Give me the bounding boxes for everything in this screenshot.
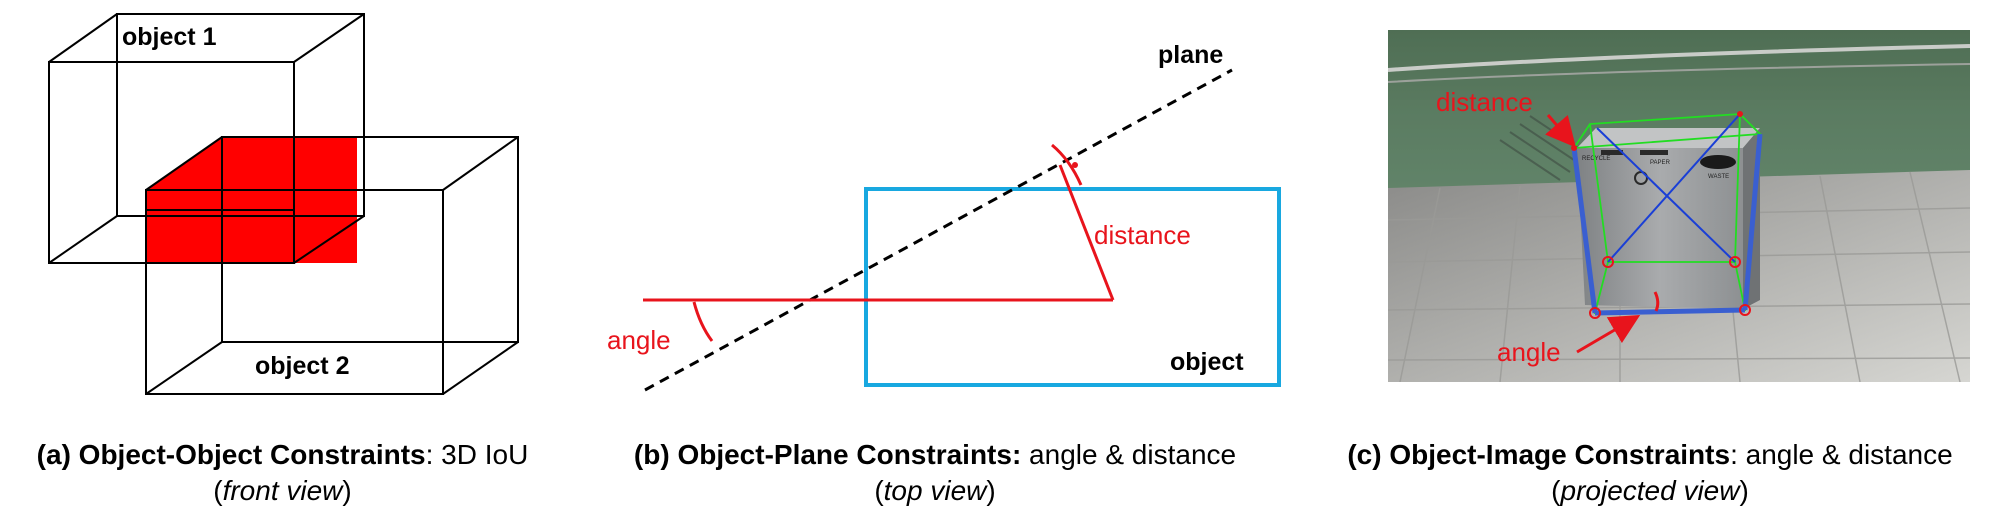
bin-text-1: RECYCLE bbox=[1582, 156, 1610, 162]
right-angle-dot bbox=[1072, 162, 1078, 168]
panel-c: RECYCLE PAPER WASTE bbox=[1388, 30, 1970, 382]
caption-a-title: (a) Object-Object Constraints bbox=[36, 439, 426, 470]
object-1-label: object 1 bbox=[122, 23, 217, 51]
caption-a: (a) Object-Object Constraints: 3D IoU (f… bbox=[36, 439, 529, 506]
object-1-box bbox=[48, 13, 365, 264]
caption-c-title: (c) Object-Image Constraints bbox=[1347, 439, 1731, 470]
caption-c: (c) Object-Image Constraints: angle & di… bbox=[1347, 439, 1953, 506]
caption-a-metric: : 3D IoU bbox=[425, 439, 529, 470]
angle-arrow bbox=[1576, 314, 1641, 354]
bin-text-2: PAPER bbox=[1650, 160, 1671, 166]
angle-label-c: angle bbox=[1497, 337, 1561, 367]
distance-line bbox=[1058, 164, 1115, 301]
caption-c-metric: : angle & distance bbox=[1730, 439, 1953, 470]
caption-b-view: top view bbox=[883, 475, 987, 506]
object-label: object bbox=[1170, 348, 1244, 376]
distance-label-c: distance bbox=[1436, 87, 1533, 117]
plane-line bbox=[644, 68, 1233, 392]
trash-bin bbox=[1577, 148, 1743, 309]
angle-arc bbox=[692, 301, 714, 342]
panel-b: plane object distance angle bbox=[607, 41, 1281, 392]
object-box bbox=[864, 187, 1281, 387]
projected-face-cross bbox=[1596, 113, 1741, 263]
caption-c-view: projected view bbox=[1560, 475, 1740, 506]
caption-b-title: (b) Object-Plane Constraints: bbox=[633, 439, 1022, 470]
caption-a-view: front view bbox=[222, 475, 343, 506]
panel-a: object 1 object 2 bbox=[48, 13, 519, 395]
corner-markers bbox=[1589, 256, 1751, 319]
object-2-label: object 2 bbox=[255, 352, 349, 380]
projected-box-blue bbox=[1571, 133, 1763, 316]
distance-label: distance bbox=[1094, 220, 1191, 250]
plane-label: plane bbox=[1158, 41, 1223, 69]
caption-b: (b) Object-Plane Constraints: angle & di… bbox=[633, 439, 1237, 506]
distance-arrow bbox=[1544, 114, 1576, 148]
angle-label: angle bbox=[607, 325, 671, 355]
object-2-box bbox=[145, 136, 519, 395]
scene-photo: RECYCLE PAPER WASTE bbox=[1388, 30, 1970, 382]
caption-b-metric: angle & distance bbox=[1021, 439, 1237, 470]
intersection-volume bbox=[146, 137, 357, 263]
bin-text-3: WASTE bbox=[1708, 174, 1729, 180]
right-angle-arc bbox=[1051, 143, 1083, 186]
